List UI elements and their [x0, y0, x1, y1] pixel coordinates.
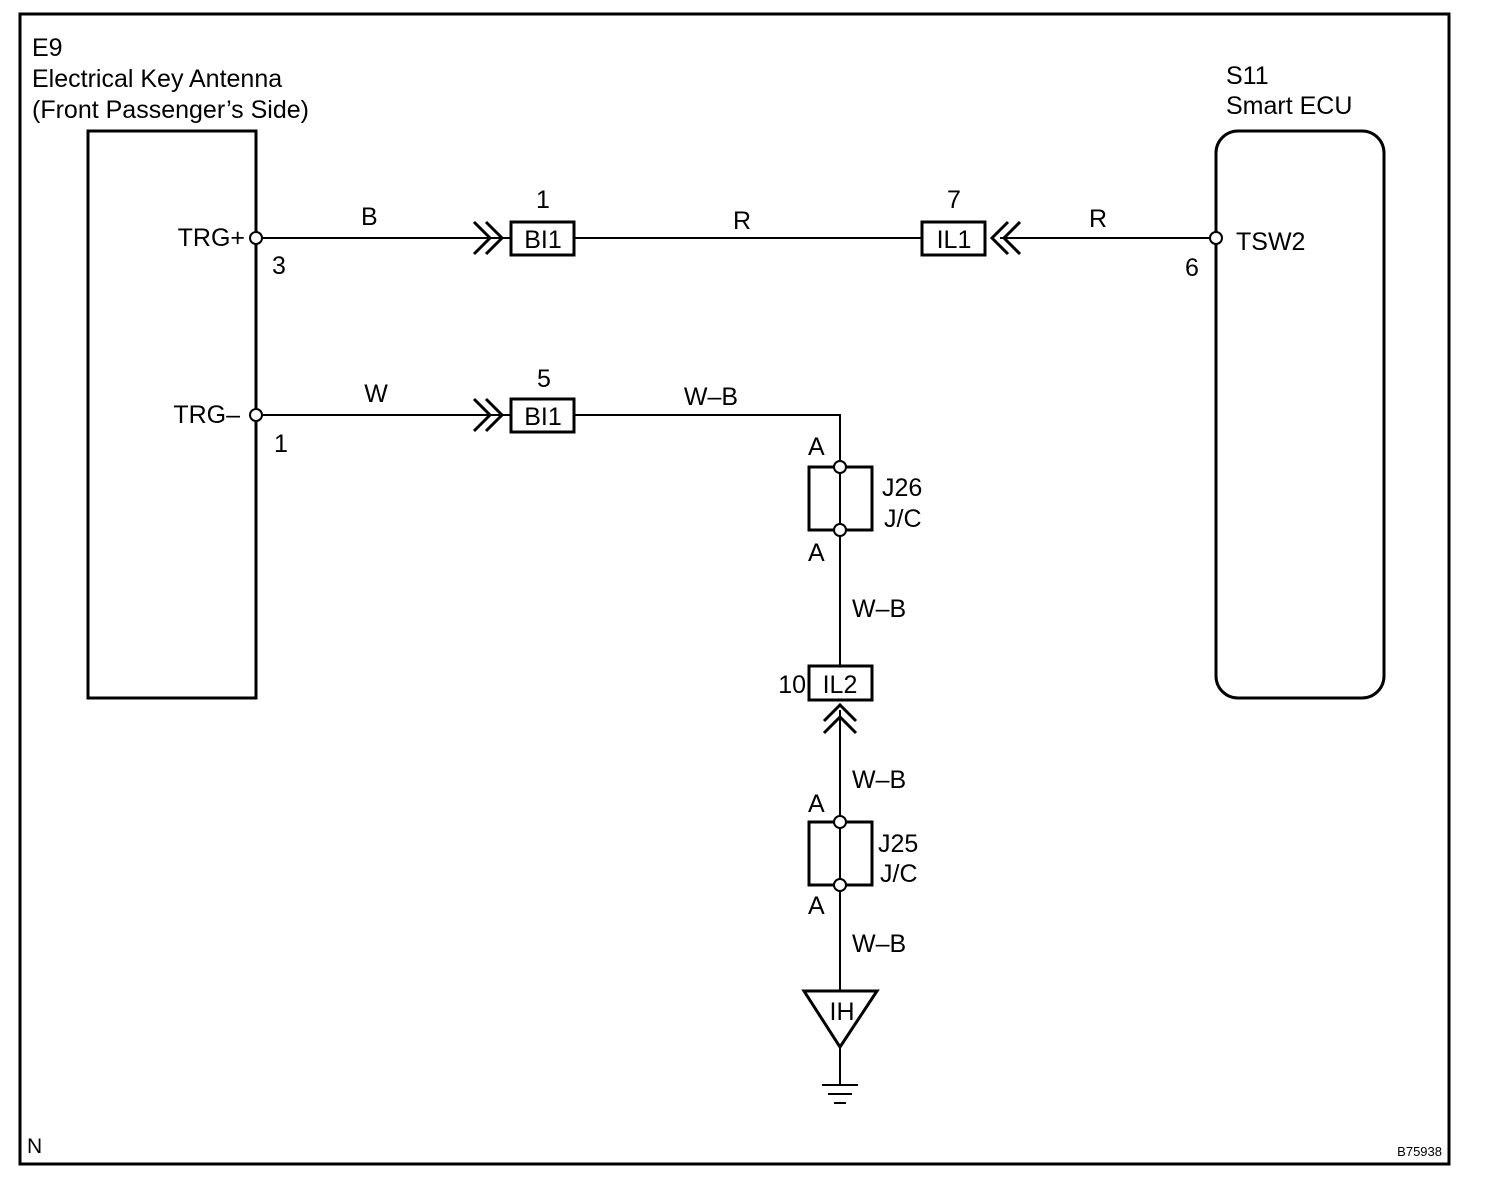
antenna-code: E9: [32, 34, 63, 62]
connector-bi1-lower-label: BI1: [524, 403, 562, 431]
ecu-code: S11: [1226, 62, 1269, 90]
connector-bi1-upper-label: BI1: [524, 226, 562, 254]
junction-j25-type: J/C: [880, 860, 918, 888]
diagram-frame: [18, 12, 1451, 1166]
junction-j26: A A J26 J/C: [807, 433, 922, 567]
ground-point: IH: [801, 989, 880, 1104]
connector-il1: [920, 220, 987, 257]
junction-j25-code: J25: [878, 830, 918, 858]
connector-bi1-upper-pin: 1: [536, 186, 550, 214]
connector-bi1-lower-pin: 5: [537, 365, 551, 393]
junction-j25: A A J25 J/C: [807, 790, 918, 920]
wire-label-j25-to-ground: W–B: [852, 930, 906, 958]
connector-arrow-icon: [484, 220, 505, 256]
junction-j25-bottom-terminal: A: [808, 892, 825, 920]
antenna-pin-trg-minus-name: TRG–: [173, 401, 240, 429]
connector-il2-pin: 10: [778, 671, 806, 699]
figure-id: B75938: [1397, 1144, 1442, 1159]
ground-triangle-icon: [801, 989, 880, 1050]
wire-bi1-to-j26: [574, 414, 841, 467]
antenna-component: E9 Electrical Key Antenna (Front Passeng…: [32, 34, 309, 700]
trg-plus-circuit: TRG+ 3 B BI1 1 R IL1 7 R: [178, 186, 1223, 280]
junction-j26-bottom-terminal: A: [808, 539, 825, 567]
connector-arrow-icon: [822, 702, 858, 723]
ecu-pin-name: TSW2: [1236, 228, 1305, 256]
terminal-trg-minus: [249, 408, 263, 422]
wire-label-j26-to-il2: W–B: [852, 595, 906, 623]
antenna-name: Electrical Key Antenna: [32, 65, 282, 93]
junction-j26-type: J/C: [884, 505, 922, 533]
junction-j25-top-terminal: A: [808, 790, 825, 818]
connector-arrow-icon: [472, 397, 493, 433]
terminal-j26-bottom: [833, 523, 847, 537]
connector-arrow-icon: [484, 397, 505, 433]
connector-arrow-icon: [989, 220, 1010, 256]
wire-label-trg-minus: W: [364, 380, 388, 408]
connector-il2: [807, 664, 874, 702]
connector-bi1-lower: [509, 397, 576, 434]
ecu-name: Smart ECU: [1226, 92, 1352, 120]
orientation-mark: N: [27, 1135, 42, 1158]
terminal-tsw2: [1209, 231, 1223, 245]
connector-bi1-upper: [509, 220, 576, 257]
antenna-pin-trg-plus-name: TRG+: [178, 224, 245, 252]
wire-label-trg-plus: B: [361, 203, 378, 231]
wire-label-il2-to-j25: W–B: [852, 766, 906, 794]
wire-label-bi1-to-j26: W–B: [684, 383, 738, 411]
ecu-box: [1214, 129, 1386, 700]
connector-arrow-icon: [472, 220, 493, 256]
antenna-location: (Front Passenger’s Side): [32, 96, 309, 124]
trg-minus-circuit: TRG– 1 W BI1 5 W–B A A J26 J/C W–B IL2 1…: [173, 365, 922, 1104]
junction-j26-top-terminal: A: [808, 433, 825, 461]
antenna-pin-trg-minus-number: 1: [274, 430, 288, 458]
antenna-pin-trg-plus-number: 3: [272, 252, 286, 280]
wire-label-bi1-to-il1: R: [733, 207, 751, 235]
terminal-j26-top: [833, 460, 847, 474]
connector-il1-label: IL1: [937, 226, 972, 254]
connector-il1-pin: 7: [947, 186, 961, 214]
junction-j26-code: J26: [882, 474, 922, 502]
terminal-j25-top: [833, 815, 847, 829]
ground-point-label: IH: [830, 998, 855, 1026]
terminal-trg-plus: [249, 231, 263, 245]
ecu-component: S11 Smart ECU TSW2 6: [1185, 62, 1386, 700]
ecu-pin-number: 6: [1185, 254, 1199, 282]
connector-il2-label: IL2: [823, 671, 858, 699]
terminal-j25-bottom: [833, 878, 847, 892]
wire-label-ecu-to-il1: R: [1089, 205, 1107, 233]
